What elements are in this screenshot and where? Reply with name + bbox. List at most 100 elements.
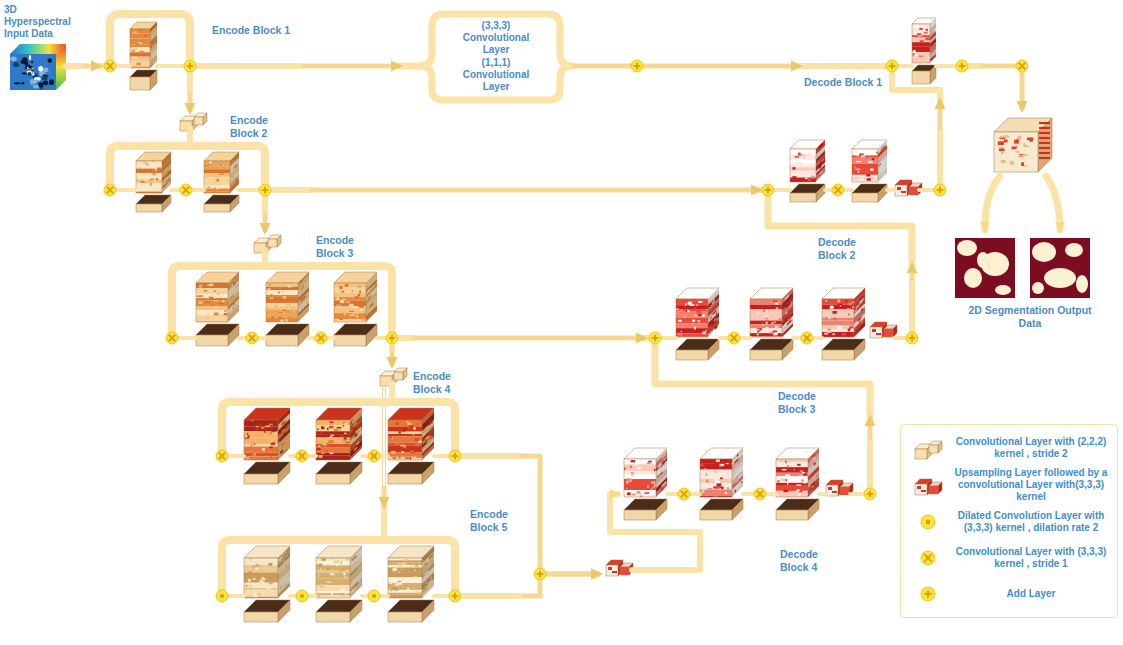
texture — [136, 165, 162, 168]
shade — [732, 448, 743, 497]
texture — [228, 279, 232, 285]
texture — [423, 561, 425, 565]
texture — [298, 303, 309, 317]
texture — [218, 298, 222, 300]
legend-text: Convolutional Layer with (3,3,3) kernel … — [951, 546, 1111, 570]
texture — [716, 312, 717, 315]
texture — [316, 420, 350, 425]
cube-texture — [34, 77, 41, 81]
legend-icon — [905, 579, 951, 609]
data-flow-arrow — [520, 456, 600, 574]
texture — [144, 34, 147, 36]
texture — [789, 490, 794, 491]
texture — [266, 314, 298, 317]
texture — [708, 306, 719, 319]
stack-base-front — [136, 204, 162, 212]
texture — [330, 436, 332, 438]
segmentation-blob — [1065, 243, 1083, 257]
up-conv-top — [909, 183, 922, 187]
skip-wire — [382, 384, 383, 506]
legend-text: Dilated Convolution Layer with (3,3,3) k… — [951, 510, 1111, 534]
texture — [778, 319, 780, 321]
texture — [856, 161, 861, 162]
texture — [825, 300, 827, 301]
stack-base-side — [350, 600, 362, 622]
pipe — [768, 198, 912, 264]
segmentation-ground — [955, 238, 1015, 298]
texture — [356, 315, 358, 317]
texture — [912, 37, 930, 42]
pipe — [919, 188, 934, 192]
symbol-mark — [183, 187, 190, 194]
texture — [412, 428, 414, 430]
texture — [346, 558, 349, 560]
pipe — [308, 594, 316, 598]
texture — [879, 163, 881, 167]
texture — [244, 438, 278, 445]
texture — [921, 32, 926, 35]
pipe — [362, 454, 368, 458]
texture — [808, 448, 819, 464]
feature-stack — [676, 288, 719, 360]
feature-stack — [852, 140, 887, 202]
texture — [334, 313, 366, 319]
texture — [136, 161, 162, 165]
texture — [827, 316, 830, 318]
stack-base-side — [732, 499, 743, 520]
texture — [713, 486, 717, 488]
texture — [344, 422, 345, 424]
texture — [269, 424, 273, 426]
cube-texture — [1039, 142, 1050, 144]
texture — [244, 565, 278, 568]
texture — [735, 478, 739, 484]
texture — [839, 331, 843, 332]
texture — [732, 452, 743, 465]
texture — [878, 145, 887, 158]
texture — [676, 299, 708, 305]
texture — [776, 494, 778, 496]
texture — [624, 475, 656, 479]
texture — [685, 304, 686, 306]
texture — [837, 326, 841, 329]
texture — [350, 585, 362, 598]
texture — [228, 295, 239, 309]
texture — [278, 424, 290, 440]
stack-base-side — [230, 195, 239, 212]
texture — [735, 464, 737, 468]
texture — [350, 429, 362, 446]
texture — [399, 431, 401, 433]
texture — [403, 559, 408, 561]
texture — [694, 321, 699, 322]
texture — [329, 421, 333, 423]
texture — [346, 442, 350, 443]
texture — [713, 310, 717, 315]
texture — [316, 595, 319, 597]
texture — [782, 300, 793, 317]
symbol-mark — [452, 595, 459, 597]
texture — [917, 36, 921, 38]
up-conv-mark — [832, 491, 837, 493]
texture — [767, 310, 768, 312]
texture — [822, 332, 854, 337]
texture — [162, 177, 171, 189]
texture — [852, 180, 878, 182]
texture — [407, 423, 411, 426]
cube-texture — [1039, 157, 1050, 159]
texture — [411, 452, 415, 453]
texture — [849, 326, 853, 328]
texture — [700, 459, 732, 463]
texture — [834, 318, 836, 320]
texture — [820, 170, 823, 174]
texture — [256, 426, 259, 427]
pipe — [239, 188, 259, 192]
texture — [282, 419, 286, 426]
texture — [820, 170, 821, 172]
symbol-mark — [220, 594, 224, 598]
texture — [388, 563, 422, 565]
texture — [930, 56, 936, 63]
texture — [776, 486, 808, 491]
texture — [150, 57, 157, 68]
texture — [426, 438, 428, 442]
texture — [266, 306, 298, 309]
texture — [244, 590, 278, 596]
